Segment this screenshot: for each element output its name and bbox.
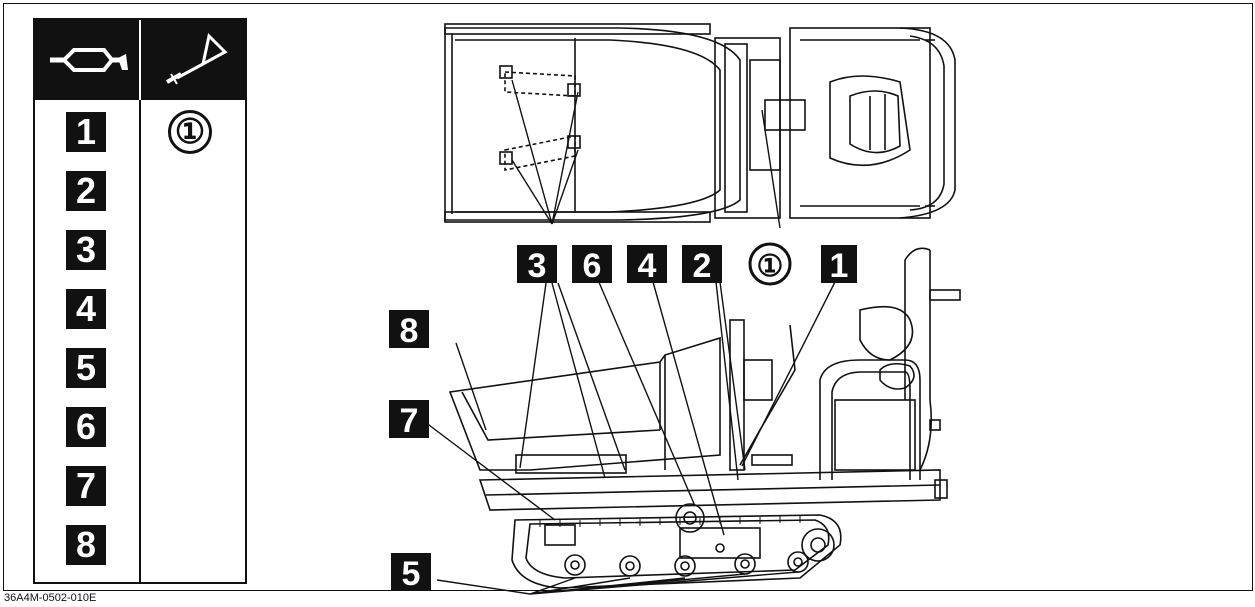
table-row-1: 1 [66, 112, 106, 152]
callout-boxes [389, 242, 857, 591]
top-view [444, 23, 956, 223]
callout-7: 7 [400, 402, 419, 440]
table-row-8: 8 [66, 525, 106, 565]
column-divider [139, 100, 141, 582]
table-header [35, 20, 245, 100]
table-row-4: 4 [66, 289, 106, 329]
table-row-7: 7 [66, 466, 106, 506]
callout-4: 4 [638, 247, 657, 285]
leader-lines [424, 79, 837, 595]
callout-1: 1 [830, 247, 849, 285]
figure-frame [3, 3, 1253, 591]
callout-3: 3 [528, 247, 547, 285]
table-tool-marker: ① [168, 110, 212, 154]
callout-8: 8 [400, 312, 419, 350]
table-row-6: 6 [66, 407, 106, 447]
grease-gun-icon [141, 20, 245, 100]
table-row-2: 2 [66, 171, 106, 211]
side-view [448, 247, 961, 589]
callout-circled-1: ① [757, 250, 784, 283]
header-divider [139, 20, 141, 100]
callout-5: 5 [402, 555, 421, 593]
callout-2: 2 [693, 247, 712, 285]
lubrication-table: 1 2 3 4 5 6 7 8 ① [33, 18, 247, 584]
callout-6: 6 [583, 247, 602, 285]
exhaust-pipe-icon [35, 20, 139, 100]
figure-caption: 36A4M-0502-010E [4, 592, 97, 604]
table-row-3: 3 [66, 230, 106, 270]
table-row-5: 5 [66, 348, 106, 388]
